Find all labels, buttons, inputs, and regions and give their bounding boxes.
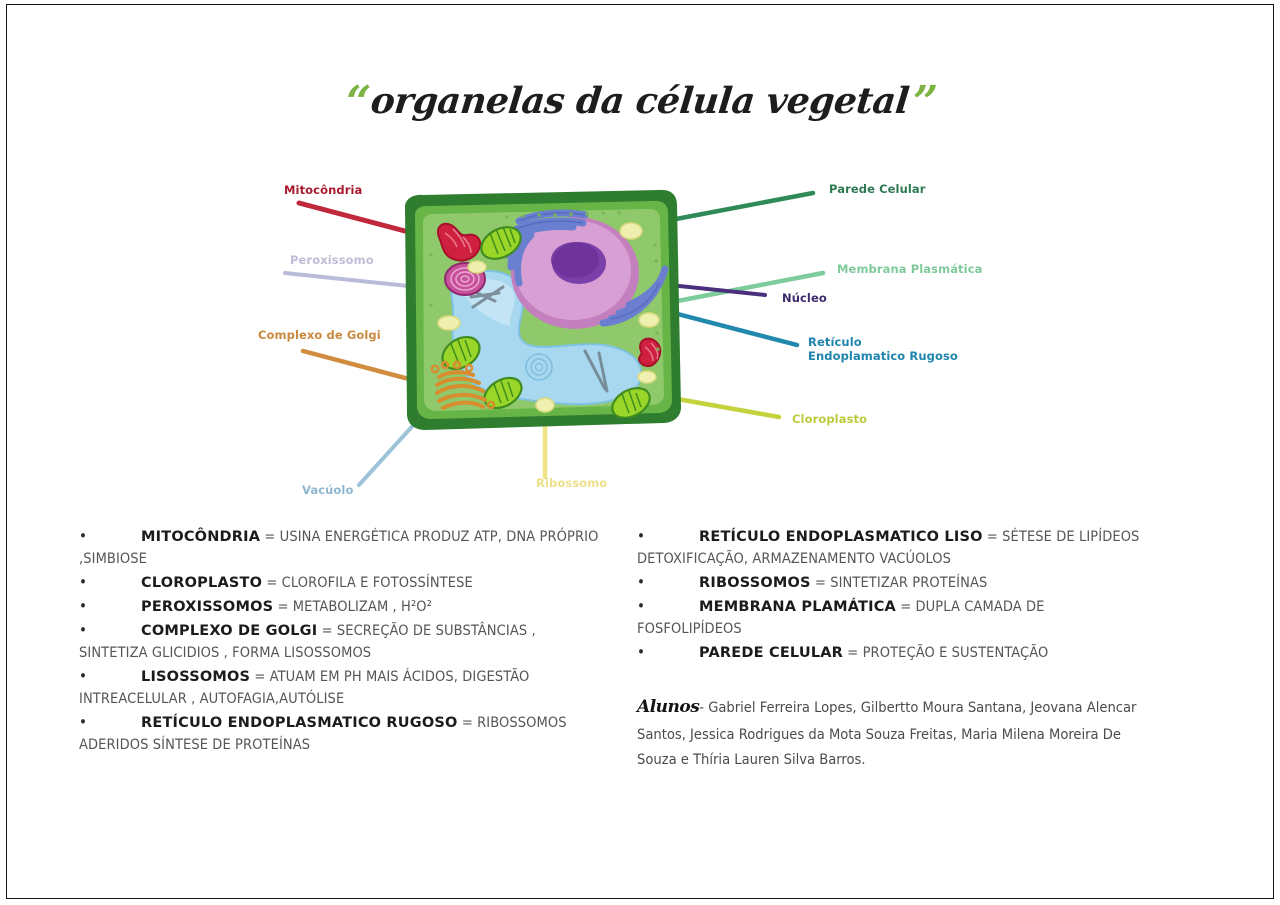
organelle-term: PAREDE CELULAR [699,645,844,662]
ribosome-vesicles [437,222,660,413]
diagram-label-mitocondria: Mitocôndria [284,183,363,197]
list-item: PEROXISSOMOS = METABOLIZAM , H²O² [79,595,599,618]
organelle-term: CLOROPLASTO [141,575,263,592]
organelle-desc: = CLOROFILA E FOTOSSÍNTESE [262,575,473,592]
organelle-desc: = SINTETIZAR PROTEÍNAS [810,575,988,592]
organelle-desc: = USINA ENERGÉTICA PRODUZ ATP, DNA PRÓPR… [79,529,599,568]
title-text: organelas da célula vegetal [368,80,912,122]
list-item: RETÍCULO ENDOPLASMATICO LISO = SÉTESE DE… [637,525,1147,570]
organelle-term: COMPLEXO DE GOLGI [141,623,318,640]
organelle-desc: = RIBOSSOMOS ADERIDOS SÍNTESE DE PROTEÍN… [79,715,567,754]
diagram-label-cloroplasto: Cloroplasto [792,412,868,426]
list-item: RETÍCULO ENDOPLASMATICO RUGOSO = RIBOSSO… [79,711,599,756]
diagram-label-nucleo: Núcleo [782,291,827,305]
organelle-term: MEMBRANA PLAMÁTICA [699,599,896,616]
organelle-desc: = DUPLA CAMADA DE FOSFOLIPÍDEOS [637,599,1045,638]
organelle-term: RETÍCULO ENDOPLASMATICO RUGOSO [141,715,458,732]
bullet-icon [79,571,141,594]
page-title: “organelas da célula vegetal” [7,77,1273,128]
organelles [429,209,669,419]
organelle-term: RIBOSSOMOS [699,575,811,592]
mitochondrion-2 [637,337,662,367]
organelle-desc: = SECREÇÃO DE SUBSTÂNCIAS , SINTETIZA GL… [79,623,536,662]
left-column: MITOCÔNDRIA = USINA ENERGÉTICA PRODUZ AT… [79,525,599,757]
students-label: Alunos [637,697,700,717]
bullet-icon [637,595,699,618]
organelle-term: RETÍCULO ENDOPLASMATICO LISO [699,529,983,545]
bullet-icon [79,619,141,642]
students-names: Gabriel Ferreira Lopes, Gilbertto Moura … [637,699,1137,769]
organelle-desc: = PROTEÇÃO E SUSTENTAÇÃO [843,645,1049,662]
plant-cell-diagram: Mitocôndria Peroxissomo Complexo de Golg… [7,155,1273,515]
students-credits: Alunos- Gabriel Ferreira Lopes, Gilbertt… [637,693,1137,772]
diagram-label-parede-celular: Parede Celular [829,182,926,196]
list-item: PAREDE CELULAR = PROTEÇÃO E SUSTENTAÇÃO [637,641,1147,664]
document-page: “organelas da célula vegetal” [6,4,1274,899]
diagram-label-ribossomo: Ribossomo [536,476,608,490]
golgi-apparatus [430,360,496,410]
mitochondrion [437,222,482,262]
list-item: RIBOSSOMOS = SINTETIZAR PROTEÍNAS [637,571,1147,594]
list-item: MEMBRANA PLAMÁTICA = DUPLA CAMADA DE FOS… [637,595,1147,640]
bullet-icon [79,665,141,688]
diagram-label-reticulo-rugoso-line2: Endoplamatico Rugoso [808,349,958,363]
organelle-desc: = ATUAM EM PH MAIS ÁCIDOS, DIGESTÃO INTR… [79,669,530,708]
title-close-quote: ” [906,77,941,128]
plasma-membrane-dots [429,211,660,413]
bullet-icon [79,525,141,548]
bullet-icon [79,711,141,734]
organelle-desc: = METABOLIZAM , H²O² [273,599,432,616]
organelle-desc: = SÉTESE DE LIPÍDEOS DETOXIFICAÇÃO, ARMA… [637,529,1140,568]
bullet-icon [637,525,699,548]
cell-illustration [283,189,826,487]
organelle-term: LISOSSOMOS [141,669,251,686]
bullet-icon [79,595,141,618]
students-separator: - [699,699,709,716]
list-item: CLOROPLASTO = CLOROFILA E FOTOSSÍNTESE [79,571,599,594]
chloroplast-3 [483,376,523,410]
diagram-label-complexo-de-golgi: Complexo de Golgi [258,328,381,342]
organelle-term: PEROXISSOMOS [141,599,274,616]
bullet-icon [637,571,699,594]
chloroplast-4 [611,387,651,419]
list-item: MITOCÔNDRIA = USINA ENERGÉTICA PRODUZ AT… [79,525,599,570]
diagram-label-reticulo-rugoso-line1: Retículo [808,335,862,349]
chloroplast [480,226,522,260]
bullet-icon [637,641,699,664]
diagram-label-vacuolo: Vacúolo [302,483,354,497]
diagram-label-membrana-plasmatica: Membrana Plasmática [837,262,983,276]
diagram-label-peroxissomo: Peroxissomo [290,253,374,267]
organelle-term: MITOCÔNDRIA [141,529,261,545]
list-item: COMPLEXO DE GOLGI = SECREÇÃO DE SUBSTÂNC… [79,619,599,664]
right-column: RETÍCULO ENDOPLASMATICO LISO = SÉTESE DE… [637,525,1147,665]
list-item: LISOSSOMOS = ATUAM EM PH MAIS ÁCIDOS, DI… [79,665,599,710]
